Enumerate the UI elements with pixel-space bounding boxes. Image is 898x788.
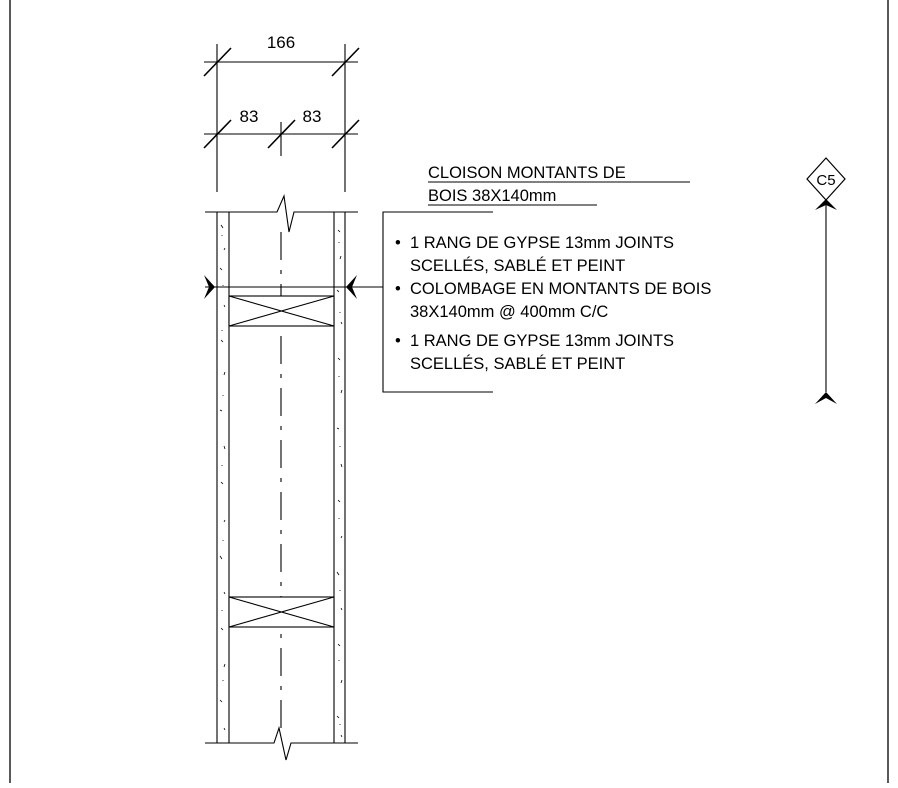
stud-top bbox=[228, 295, 335, 327]
dimension-right: 83 bbox=[303, 107, 322, 126]
note-1-line1: 1 RANG DE GYPSE 13mm JOINTS bbox=[410, 234, 674, 252]
note-title-line2: BOIS 38X140mm bbox=[428, 187, 556, 205]
dimension-lines bbox=[203, 44, 360, 192]
note-3-line2: SCELLÉS, SABLÉ ET PEINT bbox=[410, 354, 625, 373]
note-leader bbox=[382, 211, 493, 393]
section-tag: C5 bbox=[806, 157, 846, 404]
note-list: • 1 RANG DE GYPSE 13mm JOINTS SCELLÉS, S… bbox=[395, 234, 711, 373]
note-1-bullet: • bbox=[395, 234, 401, 252]
sheet-border bbox=[9, 0, 889, 783]
section-cut-marker bbox=[204, 275, 383, 299]
note-title-line1: CLOISON MONTANTS DE bbox=[428, 164, 626, 182]
dimension-overall: 166 bbox=[267, 33, 295, 52]
gypsum-hatch bbox=[219, 224, 343, 738]
note-2-line1: COLOMBAGE EN MONTANTS DE BOIS bbox=[410, 280, 711, 298]
section-tag-top-arrow-icon bbox=[815, 199, 837, 210]
note-title: CLOISON MONTANTS DE BOIS 38X140mm bbox=[428, 164, 690, 206]
stud-bottom bbox=[228, 596, 335, 628]
note-1-line2: SCELLÉS, SABLÉ ET PEINT bbox=[410, 256, 625, 275]
note-2-bullet: • bbox=[395, 280, 401, 298]
note-3-line1: 1 RANG DE GYPSE 13mm JOINTS bbox=[410, 332, 674, 350]
section-tag-bottom-arrow-icon bbox=[815, 392, 837, 404]
dimension-left: 83 bbox=[240, 107, 259, 126]
section-tag-label: C5 bbox=[816, 172, 835, 189]
note-2-line2: 38X140mm @ 400mm C/C bbox=[410, 303, 608, 321]
note-3-bullet: • bbox=[395, 332, 401, 350]
